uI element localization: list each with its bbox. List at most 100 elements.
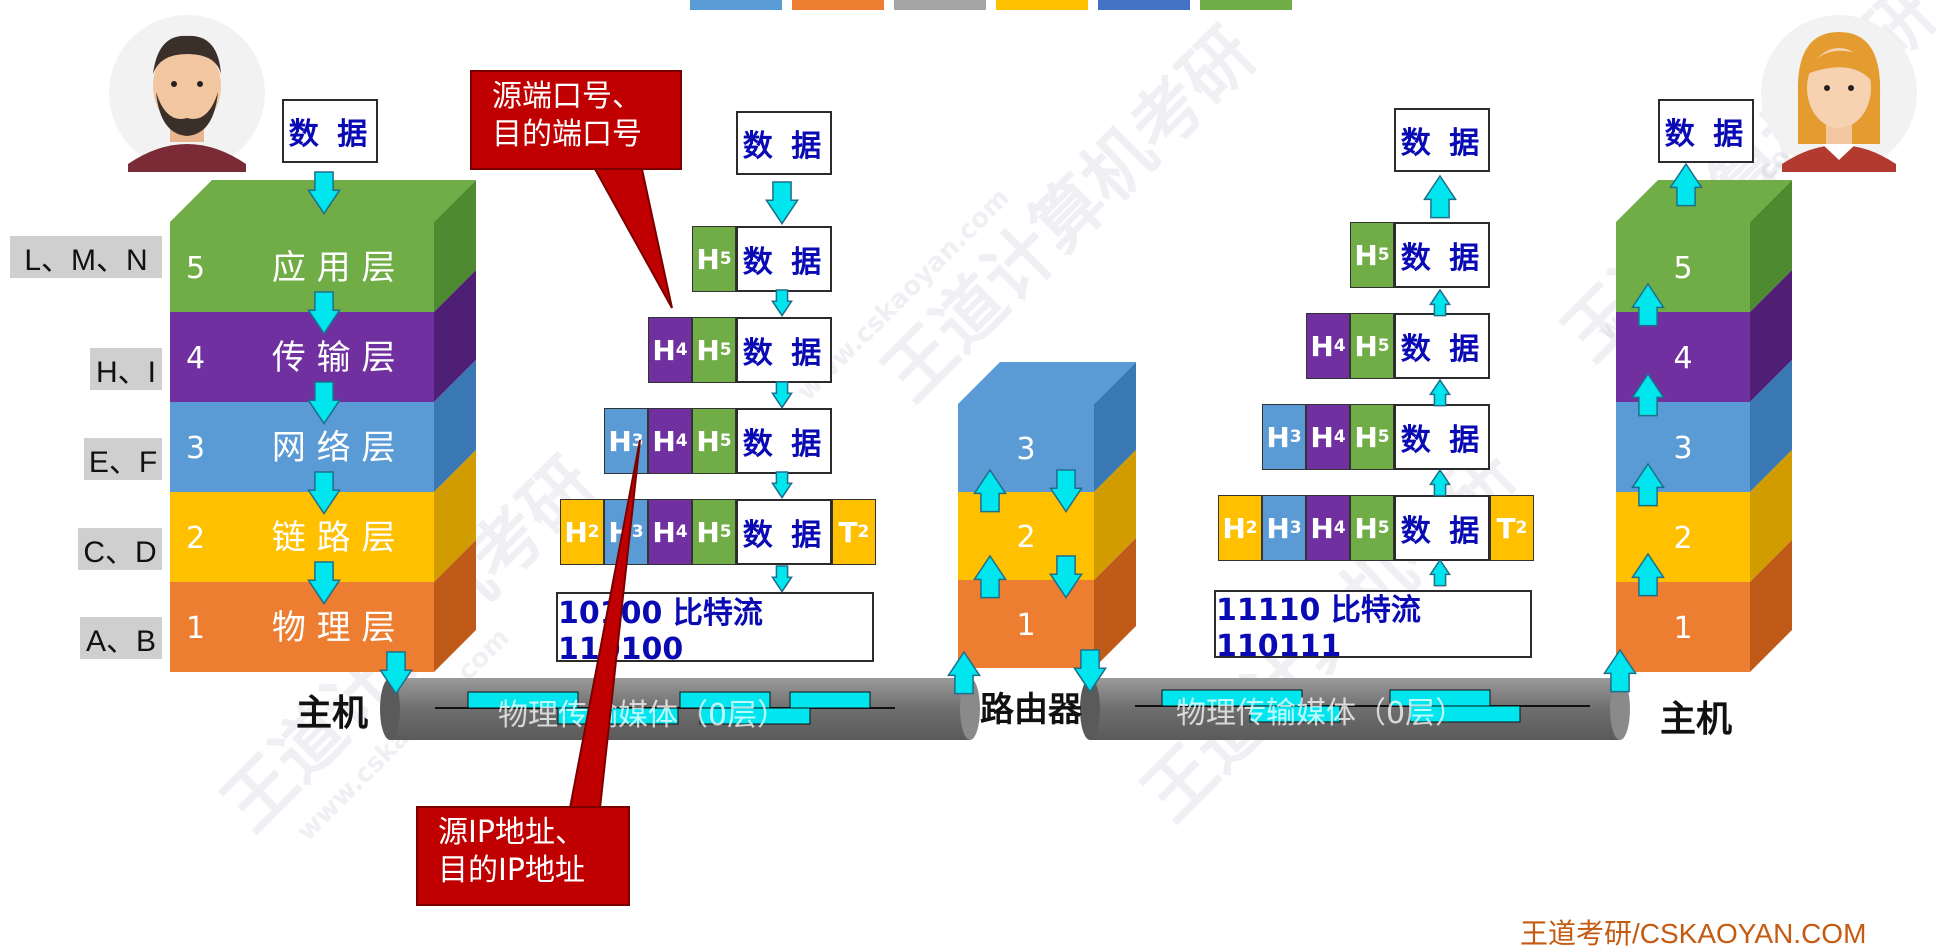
encap-data-top: 数 据 xyxy=(736,111,832,175)
layer-side-face xyxy=(1750,180,1792,312)
layer-number: 1 xyxy=(186,611,205,646)
decap-bitstream: 11110 比特流 110111 xyxy=(1214,590,1532,664)
layer-number: 2 xyxy=(1016,520,1035,555)
layer-front-face xyxy=(170,492,434,582)
legend-swatch xyxy=(792,0,884,10)
layer-side-face xyxy=(434,450,476,582)
ip-callout-line1: 源IP地址、 xyxy=(438,815,585,850)
layer-side-face xyxy=(1750,540,1792,672)
layer-front-face xyxy=(1616,402,1750,492)
flow-arrow xyxy=(306,561,342,605)
decap-data-top: 数 据 xyxy=(1394,108,1490,172)
flow-arrow xyxy=(1428,288,1452,317)
data-cell: 数 据 xyxy=(1394,222,1490,288)
flow-arrow xyxy=(972,468,1008,513)
man-avatar-icon xyxy=(109,15,265,172)
flow-arrow xyxy=(1602,648,1638,693)
layer-name: 链 路 层 xyxy=(272,518,396,558)
layer-question-label: L、M、N xyxy=(10,236,162,278)
legend-swatch xyxy=(996,0,1088,10)
flow-arrow xyxy=(1048,469,1084,513)
data-cell: 数 据 xyxy=(1394,495,1490,561)
layer-question-label: E、F xyxy=(84,438,162,480)
layer-front-face xyxy=(1616,492,1750,582)
flow-arrow xyxy=(1630,552,1666,597)
flow-arrow xyxy=(306,291,342,335)
layer-number: 3 xyxy=(1016,432,1035,467)
flow-arrow xyxy=(1072,649,1108,693)
layer-side-face xyxy=(434,270,476,402)
flow-arrow xyxy=(1048,555,1084,599)
sender-data-box: 数 据 xyxy=(282,99,378,163)
flow-arrow xyxy=(1630,282,1666,327)
layer-number: 5 xyxy=(186,251,205,286)
data-cell: 数 据 xyxy=(736,317,832,383)
flow-arrow xyxy=(946,650,982,695)
receiver-host-label: 主机 xyxy=(1660,699,1733,740)
flow-arrow xyxy=(1428,468,1452,497)
layer-side-face xyxy=(434,540,476,672)
layer-question-label: H、I xyxy=(90,348,162,390)
flow-arrow xyxy=(972,554,1008,599)
flow-arrow xyxy=(764,181,800,225)
flow-arrow xyxy=(378,651,414,695)
layer-number: 2 xyxy=(1673,521,1692,556)
data-cell: 数 据 xyxy=(736,499,832,565)
router-label: 路由器 xyxy=(980,690,1082,730)
woman-avatar-icon xyxy=(1761,15,1917,172)
sender-host-label: 主机 xyxy=(296,693,369,734)
layer-side-face xyxy=(434,180,476,312)
layer-name: 传 输 层 xyxy=(272,338,396,378)
layer-side-face xyxy=(1094,450,1136,580)
layer-front-face xyxy=(1616,222,1750,312)
layer-side-face xyxy=(1094,362,1136,492)
legend-swatch xyxy=(690,0,782,10)
right-media-pipe xyxy=(1090,678,1620,740)
flow-arrow xyxy=(306,471,342,515)
layer-number: 3 xyxy=(186,431,205,466)
layer-front-face xyxy=(170,402,434,492)
flow-arrow xyxy=(1630,462,1666,507)
layer-side-face xyxy=(1750,270,1792,402)
layer-name: 网 络 层 xyxy=(272,428,396,468)
flow-arrow xyxy=(770,289,794,317)
layer-front-face xyxy=(1616,582,1750,672)
layer-number: 2 xyxy=(186,521,205,556)
flow-arrow xyxy=(306,171,342,215)
layer-number: 4 xyxy=(1673,341,1692,376)
stack-top-face xyxy=(1616,180,1792,222)
data-cell: 数 据 xyxy=(1394,313,1490,379)
legend-swatch xyxy=(1098,0,1190,10)
legend-swatch xyxy=(894,0,986,10)
callout-pointers xyxy=(568,159,673,809)
flow-arrow xyxy=(1630,372,1666,417)
flow-arrow xyxy=(1428,378,1452,407)
layer-side-face xyxy=(1750,360,1792,492)
layer-front-face xyxy=(1616,312,1750,402)
flow-arrows xyxy=(306,162,1704,695)
layer-question-label: C、D xyxy=(78,528,162,570)
stack-top-face xyxy=(958,362,1136,404)
layer-front-face xyxy=(170,222,434,312)
left-media-label: 物理传输媒体（0层） xyxy=(498,698,788,733)
data-cell: 数 据 xyxy=(736,226,832,292)
flow-arrow xyxy=(1668,162,1704,207)
flow-arrow xyxy=(770,471,794,499)
flow-arrow xyxy=(770,565,794,593)
